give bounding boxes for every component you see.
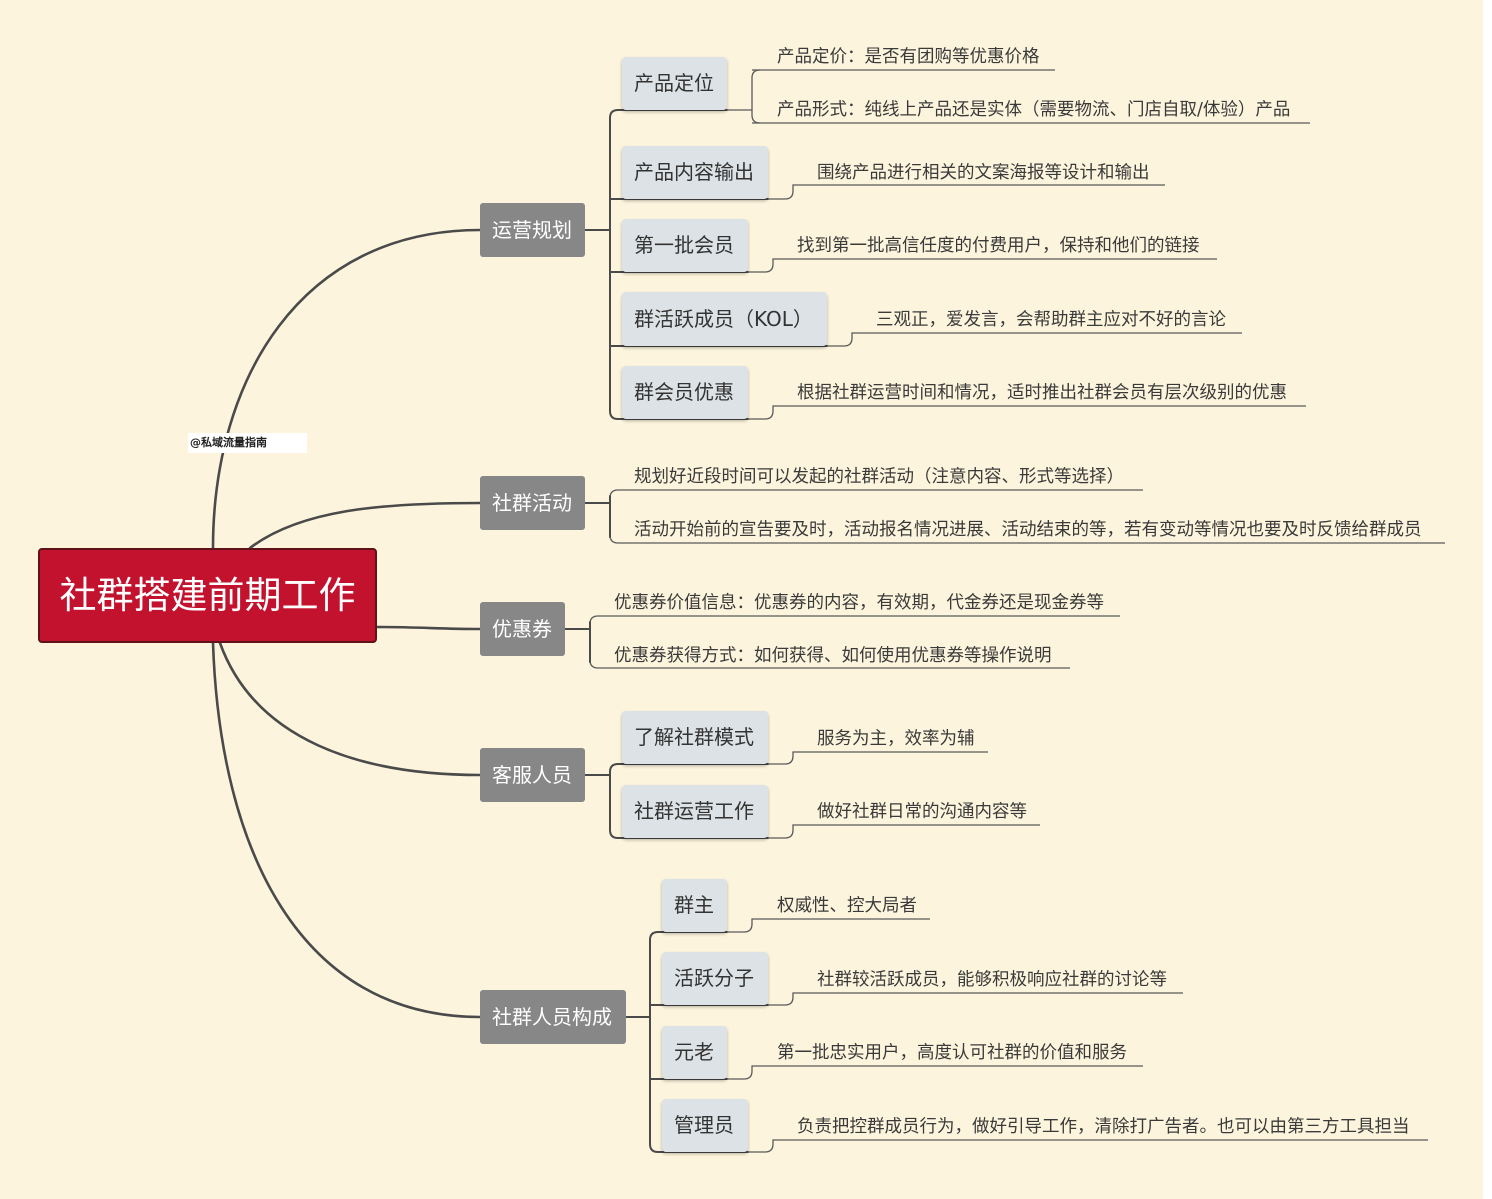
subtopic-product-content-output: 产品内容输出 — [622, 146, 768, 199]
connector-line — [375, 625, 482, 631]
note-underline — [748, 258, 1217, 273]
note-underline — [827, 332, 1242, 347]
connector-line — [211, 228, 482, 550]
branch-coupons: 优惠券 — [480, 602, 565, 656]
connector-line — [751, 69, 761, 124]
connector-line — [218, 641, 482, 777]
note-text: 做好社群日常的沟通内容等 — [817, 802, 1027, 822]
note-text: 负责把控群成员行为，做好引导工作，清除打广告者。也可以由第三方工具担当 — [797, 1117, 1410, 1137]
note-underline — [748, 405, 1306, 420]
note-text: 服务为主，效率为辅 — [817, 729, 975, 749]
subtopic-active-members-kol: 群活跃成员（KOL） — [622, 292, 827, 346]
subtopic-product-positioning: 产品定位 — [622, 57, 727, 110]
connector-line — [609, 763, 769, 839]
page-right-margin — [1483, 0, 1492, 1199]
note-text: 产品定价：是否有团购等优惠价格 — [777, 47, 1040, 67]
branch-operations-planning: 运营规划 — [480, 203, 585, 257]
subtopic-community-operations-work: 社群运营工作 — [622, 785, 768, 838]
note-text: 优惠券获得方式：如何获得、如何使用优惠券等操作说明 — [614, 646, 1052, 666]
note-text: 优惠券价值信息：优惠券的内容，有效期，代金券还是现金券等 — [614, 593, 1104, 613]
branch-community-activities: 社群活动 — [480, 476, 585, 530]
note-text: 活动开始前的宣告要及时，活动报名情况进展、活动结束的等，若有变动等情况也要及时反… — [634, 520, 1422, 540]
connector-line — [211, 641, 482, 1019]
subtopic-administrators: 管理员 — [662, 1099, 748, 1152]
subtopic-active-participants: 活跃分子 — [662, 952, 768, 1005]
connector-line — [649, 931, 749, 1153]
watermark-label: @私域流量指南 — [188, 433, 307, 453]
subtopic-group-owner: 群主 — [662, 879, 727, 932]
note-underline — [768, 184, 1165, 200]
note-text: 根据社群运营时间和情况，适时推出社群会员有层次级别的优惠 — [797, 383, 1287, 403]
subtopic-understand-community-model: 了解社群模式 — [622, 711, 768, 764]
branch-customer-service: 客服人员 — [480, 748, 585, 802]
note-underline — [768, 751, 988, 765]
note-text: 社群较活跃成员，能够积极响应社群的讨论等 — [817, 970, 1167, 990]
note-text: 围绕产品进行相关的文案海报等设计和输出 — [817, 163, 1150, 183]
note-underline — [768, 824, 1040, 839]
connector-line — [609, 109, 749, 420]
note-text: 权威性、控大局者 — [777, 896, 917, 916]
connector-line — [248, 501, 482, 550]
note-underline — [748, 1139, 1428, 1153]
note-underline — [768, 992, 1183, 1006]
subtopic-veterans: 元老 — [662, 1026, 727, 1079]
root-topic: 社群搭建前期工作 — [38, 548, 377, 643]
subtopic-first-members: 第一批会员 — [622, 219, 748, 272]
note-text: 规划好近段时间可以发起的社群活动（注意内容、形式等选择） — [634, 467, 1124, 487]
note-underline — [727, 918, 930, 933]
branch-member-composition: 社群人员构成 — [480, 990, 626, 1044]
note-text: 三观正，爱发言，会帮助群主应对不好的言论 — [876, 310, 1226, 330]
subtopic-member-discounts: 群会员优惠 — [622, 366, 748, 419]
note-underline — [727, 1065, 1143, 1080]
note-text: 找到第一批高信任度的付费用户，保持和他们的链接 — [797, 236, 1200, 256]
note-text: 第一批忠实用户，高度认可社群的价值和服务 — [777, 1043, 1127, 1063]
note-text: 产品形式：纯线上产品还是实体（需要物流、门店自取/体验）产品 — [777, 100, 1291, 120]
